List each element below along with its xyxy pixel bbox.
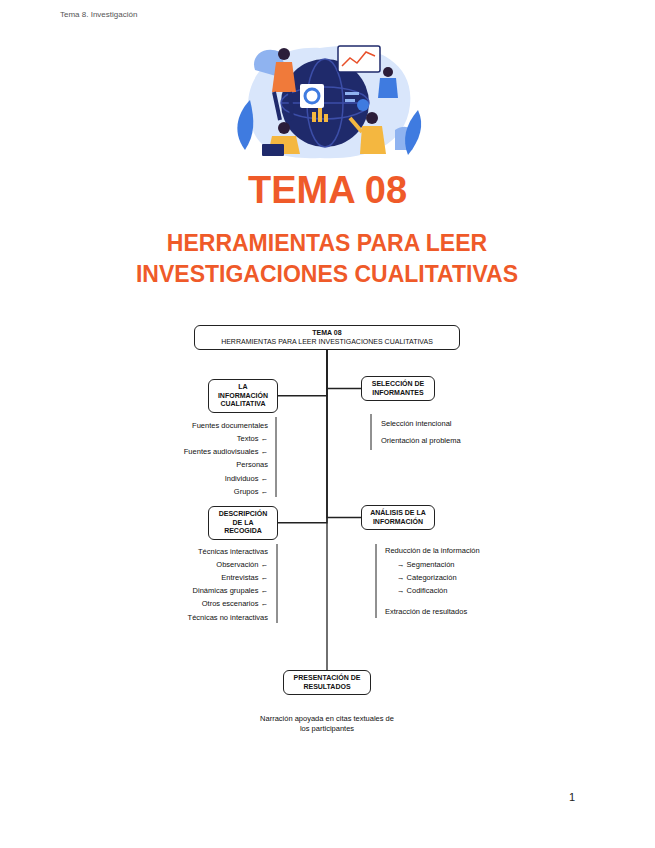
list-item: Fuentes audiovisuales ←	[184, 447, 268, 456]
box-heading: ANÁLISIS DE LA INFORMACIÓN	[366, 509, 430, 526]
list-item: Reducción de la información	[385, 546, 480, 555]
list-item: Individuos ←	[225, 474, 268, 483]
page-number: 1	[569, 791, 575, 804]
section-box: DESCRIPCIÓN DE LA RECOGIDA	[208, 506, 278, 540]
list-bracket	[376, 544, 377, 618]
page-header: Tema 8. Investigación	[60, 10, 137, 20]
section-box: LA INFORMACIÓN CUALITATIVA	[208, 379, 278, 413]
list-item: → Categorización	[397, 573, 457, 582]
list-item: Fuentes documentales	[192, 421, 268, 430]
box-heading: SELECCIÓN DE INFORMANTES	[366, 380, 430, 397]
list-bracket	[371, 414, 372, 450]
list-item: Entrevistas ←	[221, 573, 268, 582]
connector	[326, 350, 327, 670]
root-box: TEMA 08HERRAMIENTAS PARA LEER INVESTIGAC…	[194, 325, 460, 350]
list-item: → Codificación	[397, 586, 447, 595]
page-subtitle: HERRAMIENTAS PARA LEER INVESTIGACIONES C…	[77, 228, 577, 290]
list-item: Textos ←	[237, 434, 268, 443]
box-heading: LA INFORMACIÓN CUALITATIVA	[213, 383, 273, 409]
list-item: Técnicas interactivas	[198, 547, 268, 556]
box-heading: TEMA 08	[199, 329, 455, 338]
list-item: Orientación al problema	[381, 436, 461, 445]
result-note: Narración apoyada en citas textuales de …	[257, 714, 397, 734]
connector	[278, 350, 327, 396]
list-item: Extracción de resultados	[385, 607, 467, 616]
section-box: PRESENTACIÓN DE RESULTADOS	[283, 670, 371, 695]
list-item: Otros escenarios ←	[202, 599, 268, 608]
list-item: Observación ←	[216, 560, 268, 569]
list-item: Técnicas no interactivas	[188, 613, 268, 622]
section-box: SELECCIÓN DE INFORMANTES	[361, 376, 435, 401]
box-heading: PRESENTACIÓN DE RESULTADOS	[288, 674, 366, 691]
list-item: Grupos ←	[234, 487, 268, 496]
connector	[278, 350, 327, 523]
list-bracket	[277, 544, 278, 623]
box-heading: DESCRIPCIÓN DE LA RECOGIDA	[213, 510, 273, 536]
connector	[327, 350, 361, 389]
box-subheading: HERRAMIENTAS PARA LEER INVESTIGACIONES C…	[199, 338, 455, 347]
list-bracket	[276, 417, 277, 497]
connector	[327, 350, 361, 518]
page-title: TEMA 08	[0, 168, 655, 212]
list-item: → Segmentación	[397, 560, 455, 569]
section-box: ANÁLISIS DE LA INFORMACIÓN	[361, 505, 435, 530]
list-item: Dinámicas grupales ←	[193, 586, 268, 595]
list-item: Selección intencional	[381, 419, 451, 428]
list-item: Personas	[236, 460, 268, 469]
